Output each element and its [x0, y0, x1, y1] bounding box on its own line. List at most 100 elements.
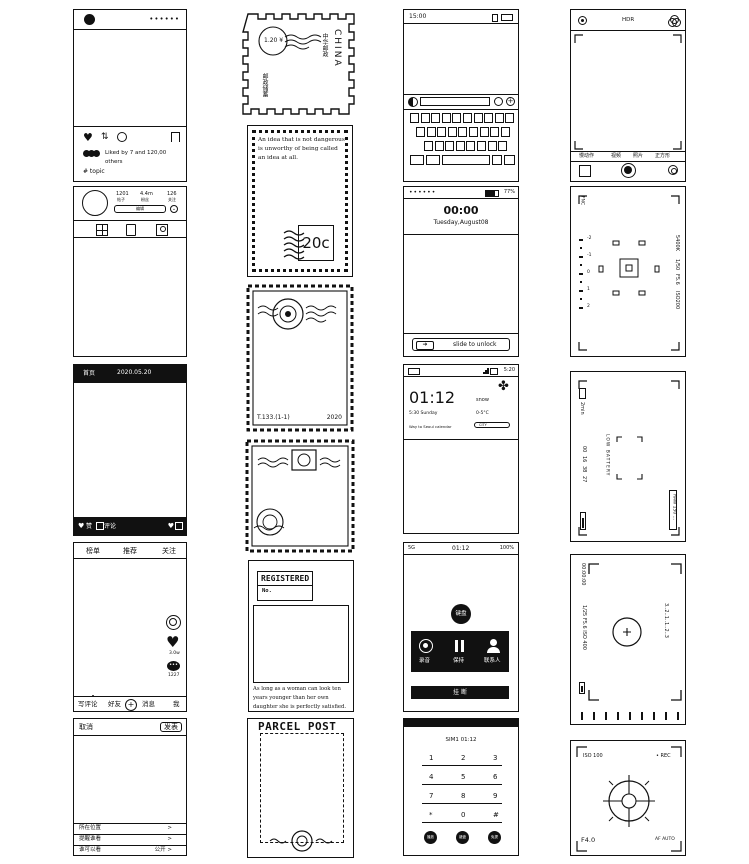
keyboard-key[interactable] — [477, 141, 486, 151]
af-label[interactable]: AF AUTO — [655, 837, 675, 842]
avatar[interactable] — [84, 14, 95, 25]
keyboard-key[interactable] — [487, 141, 497, 151]
keyboard-key[interactable] — [455, 141, 465, 151]
iso-label[interactable]: ISO200 — [674, 291, 680, 310]
add-icon[interactable]: + — [506, 97, 515, 106]
aperture-label[interactable]: F5.6 — [674, 274, 680, 285]
contact-icon[interactable] — [490, 639, 497, 646]
comment-label[interactable]: 评论 — [104, 523, 117, 530]
city-selector[interactable]: CITY — [474, 422, 510, 428]
dial-key[interactable]: 2 — [461, 754, 466, 762]
keyboard-key[interactable] — [469, 127, 478, 137]
keyboard-key[interactable] — [437, 127, 447, 137]
tab-friends[interactable]: 好友 — [108, 700, 121, 708]
location-row[interactable]: 所在位置 — [79, 825, 102, 831]
keyboard-key[interactable] — [426, 155, 440, 165]
keyboard-key[interactable] — [505, 113, 515, 123]
keyboard-key[interactable] — [473, 113, 483, 123]
mode-slowmo[interactable]: 慢动作 — [579, 153, 595, 159]
dial-key[interactable]: # — [493, 811, 499, 819]
more-icon[interactable]: •••••• — [149, 15, 180, 23]
dial-key[interactable]: 7 — [429, 792, 434, 800]
viewfinder[interactable] — [577, 194, 681, 352]
keyboard-key[interactable] — [494, 113, 504, 123]
pause-icon[interactable] — [455, 640, 458, 652]
aperture-label[interactable]: F4.0 — [581, 836, 596, 844]
profile-avatar[interactable] — [82, 190, 108, 216]
keyboard-key[interactable] — [420, 113, 430, 123]
keyboard-key[interactable] — [466, 141, 476, 151]
fnc-label[interactable]: FNC — [579, 196, 585, 206]
heart-icon[interactable]: ♥ — [166, 633, 180, 651]
viewfinder[interactable] — [575, 745, 683, 853]
clock-icon[interactable] — [117, 132, 127, 142]
comment-icon[interactable] — [96, 522, 104, 530]
home-label[interactable]: 首页 — [83, 370, 96, 377]
keyboard-key[interactable] — [434, 141, 444, 151]
cancel-button[interactable]: 取消 — [79, 723, 93, 731]
write-comment[interactable]: 写评论 — [78, 700, 98, 708]
play-button[interactable]: 播放 — [424, 831, 437, 844]
shutter-label[interactable]: 1/50 — [674, 259, 680, 271]
keypad-button[interactable]: 键盘 — [456, 831, 469, 844]
like-label[interactable]: 赞 — [86, 523, 93, 530]
dial-key[interactable]: 9 — [493, 792, 498, 800]
slide-to-unlock[interactable]: ➜ slide to unlock — [412, 338, 510, 351]
raw-badge[interactable]: RAW 150 ... — [669, 490, 677, 530]
dial-key[interactable]: 4 — [429, 773, 434, 781]
tab-recommend[interactable]: 推荐 — [123, 547, 137, 555]
bookmark-icon[interactable] — [171, 132, 180, 142]
exposure-scale[interactable]: 3..2..1..1..2..3 — [663, 603, 669, 638]
mode-video[interactable]: 视频 — [611, 153, 622, 159]
theme-icon[interactable] — [408, 97, 418, 107]
keyboard-key[interactable] — [490, 127, 500, 137]
keyboard-key[interactable] — [498, 141, 508, 151]
keyboard-key[interactable] — [504, 155, 515, 165]
keyboard-key[interactable] — [463, 113, 472, 123]
keyboard-key[interactable] — [458, 127, 468, 137]
record-icon[interactable] — [419, 639, 433, 653]
tab-me[interactable]: 我 — [173, 700, 180, 708]
speaker-button[interactable]: 免提 — [488, 831, 501, 844]
topic-tag[interactable]: # topic — [83, 168, 105, 175]
keyboard-key[interactable] — [479, 127, 489, 137]
viewfinder[interactable] — [587, 562, 683, 702]
sort-icon[interactable]: ⇅ — [101, 132, 109, 142]
flash-icon[interactable] — [578, 16, 587, 25]
add-icon[interactable]: + — [125, 699, 137, 711]
hold-label[interactable]: 保持 — [453, 658, 465, 664]
mode-photo[interactable]: 照片 — [633, 153, 644, 159]
tab-follow[interactable]: 关注 — [162, 547, 176, 555]
keyboard-key[interactable] — [492, 155, 502, 165]
shutter-button[interactable] — [621, 163, 636, 178]
keyboard-key[interactable] — [410, 113, 419, 123]
tagged-icon[interactable] — [156, 224, 168, 236]
keypad-button[interactable]: 键盘 — [451, 604, 471, 624]
keyboard-key[interactable] — [445, 141, 455, 151]
mode-square[interactable]: 正方形 — [655, 153, 671, 159]
visibility-row[interactable]: 谁可以看 — [79, 847, 102, 853]
publish-button[interactable]: 发表 — [160, 722, 182, 732]
filter-icon[interactable] — [668, 15, 681, 27]
keyboard-key[interactable] — [410, 155, 424, 165]
comment-icon[interactable]: ••• — [167, 661, 180, 671]
heart-icon[interactable]: ♥ — [78, 522, 85, 530]
pause-icon[interactable] — [461, 640, 464, 652]
heart-icon[interactable]: ♥ — [167, 522, 174, 530]
heart-icon[interactable]: ♥ — [83, 131, 93, 144]
keyboard-key[interactable] — [452, 113, 462, 123]
keyboard-key[interactable] — [426, 127, 436, 137]
switch-camera-icon[interactable] — [668, 165, 678, 175]
viewfinder[interactable] — [577, 379, 681, 537]
keyboard-key[interactable] — [424, 141, 433, 151]
hdr-label[interactable]: HDR — [622, 17, 635, 23]
wb-label[interactable]: 5400K — [674, 235, 680, 252]
tab-messages[interactable]: 消息 — [142, 700, 155, 708]
dial-key[interactable]: 3 — [493, 754, 498, 762]
iso-label[interactable]: ISO 100 — [583, 753, 603, 759]
keyboard-key[interactable] — [484, 113, 494, 123]
record-label[interactable]: 录音 — [419, 658, 431, 664]
message-input[interactable] — [420, 97, 490, 106]
timeline-ticks[interactable] — [571, 555, 685, 724]
emoji-icon[interactable] — [494, 97, 503, 106]
